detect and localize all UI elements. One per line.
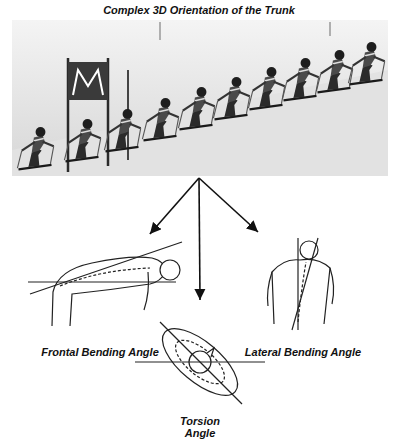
reference-line: [28, 281, 176, 282]
head: [300, 241, 318, 259]
title-text: Complex 3D Orientation of the Trunk: [103, 4, 295, 17]
trunk-outline: [272, 259, 330, 324]
angle-line: [30, 242, 182, 294]
arm: [144, 272, 149, 310]
angle-label: Frontal Bending Angle: [41, 346, 159, 359]
far-pole: [329, 22, 331, 36]
angle-label: Lateral Bending Angle: [245, 346, 361, 359]
ski-photo: [12, 20, 388, 176]
figure-panel: Torsion Angle: [130, 300, 270, 443]
reference-line: [297, 238, 298, 330]
far-pole: [159, 22, 161, 40]
head: [160, 260, 180, 280]
snow-background: [12, 20, 388, 176]
angle-line: [292, 238, 318, 330]
arrow-connector: [199, 178, 258, 232]
angle-label: Torsion Angle: [170, 415, 230, 440]
frontal-bending-figure: [28, 242, 182, 326]
spine-curve: [298, 262, 306, 322]
photo-panel: Complex 3D Orientation of the Trunk: [10, 2, 388, 178]
nose: [207, 348, 214, 357]
spine-curve: [60, 268, 150, 286]
arrow-connector: [150, 178, 199, 234]
torsion-figure: [135, 317, 265, 407]
arrow-connector: [199, 178, 200, 300]
lateral-bending-figure: [268, 238, 334, 330]
figure-panel: Frontal Bending Angle: [14, 234, 186, 362]
figure-panel: Lateral Bending Angle: [228, 232, 378, 362]
angle-line: [160, 322, 242, 404]
